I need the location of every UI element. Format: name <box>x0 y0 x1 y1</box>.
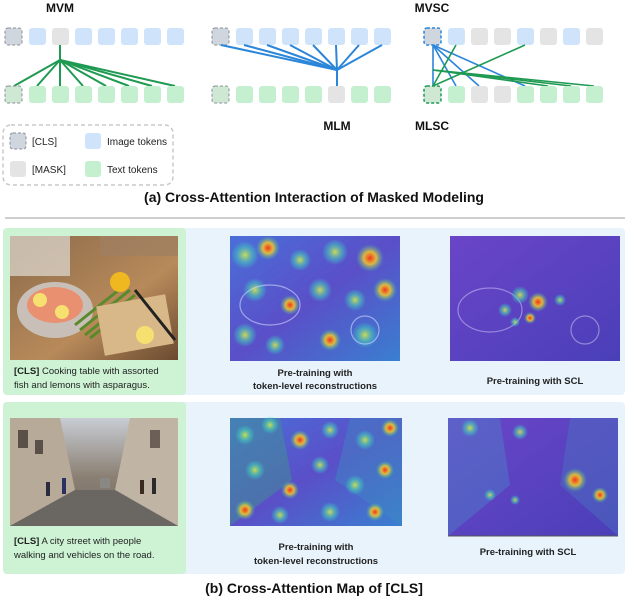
mask-token <box>540 28 557 45</box>
caption-a: (a) Cross-Attention Interaction of Maske… <box>144 189 484 205</box>
street-caption: [CLS] A city street with people walking … <box>13 536 154 561</box>
caption-b: (b) Cross-Attention Map of [CLS] <box>205 580 423 596</box>
kitchen-caption: [CLS] Cooking table with assorted fish a… <box>14 366 161 391</box>
image-token <box>29 28 46 45</box>
image-token <box>374 28 391 45</box>
image-token <box>448 28 465 45</box>
mask-token <box>52 28 69 45</box>
cls-token <box>4 27 23 46</box>
text-token <box>259 86 276 103</box>
image-token <box>75 28 92 45</box>
image-token <box>167 28 184 45</box>
mask-token <box>494 86 511 103</box>
text-token <box>448 86 465 103</box>
text-token <box>540 86 557 103</box>
diagram-mvsc: MVSC MLSC <box>415 1 603 133</box>
text-token <box>351 86 368 103</box>
cls-token <box>423 27 442 46</box>
kitchen-heatmap-scl <box>450 236 620 361</box>
image-token <box>328 28 345 45</box>
legend-cls-label: [CLS] <box>32 137 57 148</box>
text-token <box>586 86 603 103</box>
cls-token <box>423 85 442 104</box>
street-photo <box>10 418 178 526</box>
diagram-mlm: MLM <box>211 27 391 133</box>
mask-token <box>328 86 345 103</box>
text-token <box>75 86 92 103</box>
text-token <box>52 86 69 103</box>
cls-token <box>211 85 230 104</box>
legend-image-swatch <box>85 133 101 149</box>
text-token <box>167 86 184 103</box>
street-map1-label-line1: Pre-training with <box>279 542 354 553</box>
cls-tag: [CLS] <box>14 366 39 377</box>
street-heatmap-scl <box>448 418 618 536</box>
label-mvsc: MVSC <box>415 1 450 15</box>
mlsc-attention-lines <box>432 44 595 87</box>
image-token <box>236 28 253 45</box>
legend-cls-swatch <box>9 132 27 150</box>
street-heatmap-token-level <box>230 416 402 526</box>
image-token <box>144 28 161 45</box>
cls-token <box>211 27 230 46</box>
text-token <box>374 86 391 103</box>
image-token <box>98 28 115 45</box>
image-token <box>259 28 276 45</box>
kitchen-map1-label-line2: token-level reconstructions <box>253 381 377 392</box>
label-mlsc: MLSC <box>415 119 449 133</box>
legend-mask-swatch <box>10 161 26 177</box>
mask-token <box>494 28 511 45</box>
street-map2-label: Pre-training with SCL <box>480 547 577 558</box>
text-token <box>305 86 322 103</box>
image-token <box>305 28 322 45</box>
kitchen-map2-label: Pre-training with SCL <box>487 376 584 387</box>
label-mvm: MVM <box>46 1 74 15</box>
legend-image-label: Image tokens <box>107 137 167 148</box>
image-token <box>563 28 580 45</box>
row-street: [CLS] A city street with people walking … <box>3 402 625 574</box>
text-token <box>517 86 534 103</box>
legend-mask-label: [MASK] <box>32 165 66 176</box>
mask-token <box>471 86 488 103</box>
image-token <box>517 28 534 45</box>
text-token <box>236 86 253 103</box>
mask-token <box>586 28 603 45</box>
row-kitchen: [CLS] Cooking table with assorted fish a… <box>3 228 625 395</box>
legend-text-swatch <box>85 161 101 177</box>
diagram-mvm: MVM <box>4 1 184 104</box>
cls-tag: [CLS] <box>14 536 39 547</box>
mlm-attention-lines <box>220 44 383 86</box>
kitchen-map1-label-line1: Pre-training with <box>278 368 353 379</box>
label-mlm: MLM <box>323 119 350 133</box>
cls-token <box>4 85 23 104</box>
kitchen-photo <box>10 236 178 360</box>
legend-text-label: Text tokens <box>107 165 158 176</box>
text-token <box>121 86 138 103</box>
text-token <box>98 86 115 103</box>
image-token <box>282 28 299 45</box>
image-token <box>351 28 368 45</box>
text-token <box>144 86 161 103</box>
text-token <box>563 86 580 103</box>
legend-frame <box>2 124 174 186</box>
text-token <box>29 86 46 103</box>
mask-token <box>471 28 488 45</box>
street-map1-label-line2: token-level reconstructions <box>254 556 378 567</box>
legend: [CLS] [MASK] Image tokens Text tokens <box>2 124 174 186</box>
kitchen-heatmap-token-level <box>230 236 400 361</box>
image-token <box>121 28 138 45</box>
mvm-attention-lines <box>13 45 176 87</box>
text-token <box>282 86 299 103</box>
